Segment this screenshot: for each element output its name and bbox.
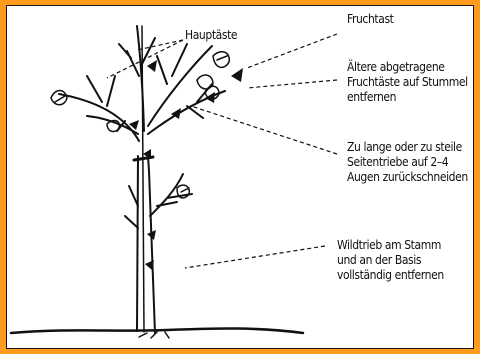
label-wildtrieb: Wildtrieb am Stamm und an der Basis voll… [337,238,444,283]
cut-mark [231,68,243,82]
cut-mark [205,92,215,103]
trunk [137,156,155,333]
leader-hauptaeste-2 [137,40,183,50]
cut-mark [147,60,157,72]
leaf [213,52,229,68]
label-aeltere-fruchtaeste: Ältere abgetragene Fruchtäste auf Stumme… [347,60,468,105]
leaf [51,91,67,105]
illustration-panel: Hauptäste Fruchtast Ältere abgetragene F… [6,5,474,349]
leader-wildtrieb [185,246,325,268]
label-seitentriebe: Zu lange oder zu steile Seitentriebe auf… [347,140,468,185]
support-stake [142,26,144,332]
water-sprout [125,186,138,228]
label-fruchtast: Fruchtast [347,12,394,27]
leader-aeltere [247,80,337,88]
leader-fruchtast [247,34,337,68]
leader-hauptaeste-1 [107,40,183,78]
label-hauptaeste: Hauptäste [185,28,237,43]
leader-seitentriebe [191,106,337,154]
